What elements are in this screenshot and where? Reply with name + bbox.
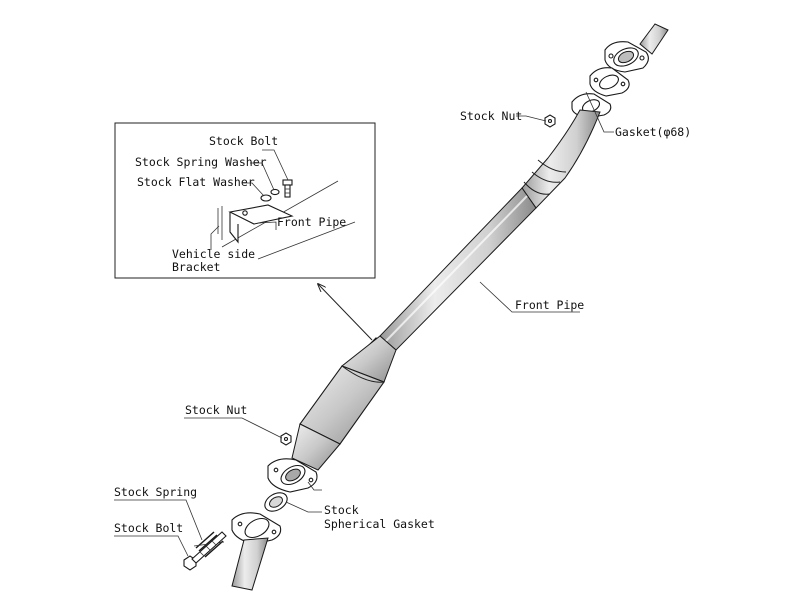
front-pipe-main-section — [379, 187, 537, 351]
front-pipe-upper-section — [521, 109, 601, 209]
front-pipe-label: Front Pipe — [515, 298, 584, 312]
inset-pipe-line-lower — [257, 221, 356, 260]
stock-spring-label: Stock Spring — [114, 485, 197, 499]
spherical-gasket-leader-2 — [307, 481, 322, 491]
mid-stock-nut-icon — [280, 432, 292, 446]
vehicle-side-bracket — [217, 204, 294, 244]
front-pipe-assembly — [183, 23, 669, 591]
inset-detail: Stock Bolt Stock Spring Washer Stock Fla… — [114, 122, 376, 279]
inset-bolt-icon — [282, 179, 293, 198]
downstream-flange — [231, 512, 282, 545]
catalyst-outlet-flange — [267, 458, 318, 493]
downstream-pipe-stub — [231, 537, 269, 591]
catalyst-outlet-cone — [291, 423, 341, 471]
front-pipe-leader — [479, 281, 580, 313]
upstream-pipe-stub — [639, 23, 669, 55]
gasket-68 — [589, 67, 630, 97]
inset-bracket-label-line1: Vehicle side — [172, 247, 255, 261]
spherical-gasket-leader — [285, 501, 322, 513]
top-stock-nut-leader — [516, 115, 547, 122]
spherical-gasket-label-line2: Spherical Gasket — [324, 517, 435, 531]
mid-stock-nut-label: Stock Nut — [185, 403, 247, 417]
spherical-gasket — [264, 492, 288, 512]
inset-bolt-assembly — [260, 179, 293, 202]
flat-washer-icon — [260, 194, 272, 202]
inset-stock-bolt-label: Stock Bolt — [209, 134, 278, 148]
gasket-68-label: Gasket(φ68) — [615, 125, 691, 139]
gasket-68-leader — [585, 91, 614, 133]
stock-bolt-icon — [183, 531, 227, 571]
inset-callout-arrow — [318, 284, 373, 341]
inset-front-pipe-label: Front Pipe — [277, 215, 346, 229]
inset-bracket-label-line2: Bracket — [172, 260, 220, 274]
spring-washer-icon — [270, 188, 280, 196]
top-flange — [604, 41, 649, 73]
inset-spring-washer-label: Stock Spring Washer — [135, 155, 267, 169]
inset-flat-washer-label: Stock Flat Washer — [137, 175, 255, 189]
stock-bolt-leader — [114, 535, 189, 557]
inset-frame — [114, 122, 376, 279]
mid-stock-nut-leader — [184, 417, 283, 439]
top-stock-nut-icon — [544, 114, 556, 128]
stock-spring-leader — [114, 499, 203, 541]
top-stock-nut-label: Stock Nut — [460, 109, 522, 123]
stock-bolt-label: Stock Bolt — [114, 521, 183, 535]
spherical-gasket-label-line1: Stock — [324, 503, 359, 517]
